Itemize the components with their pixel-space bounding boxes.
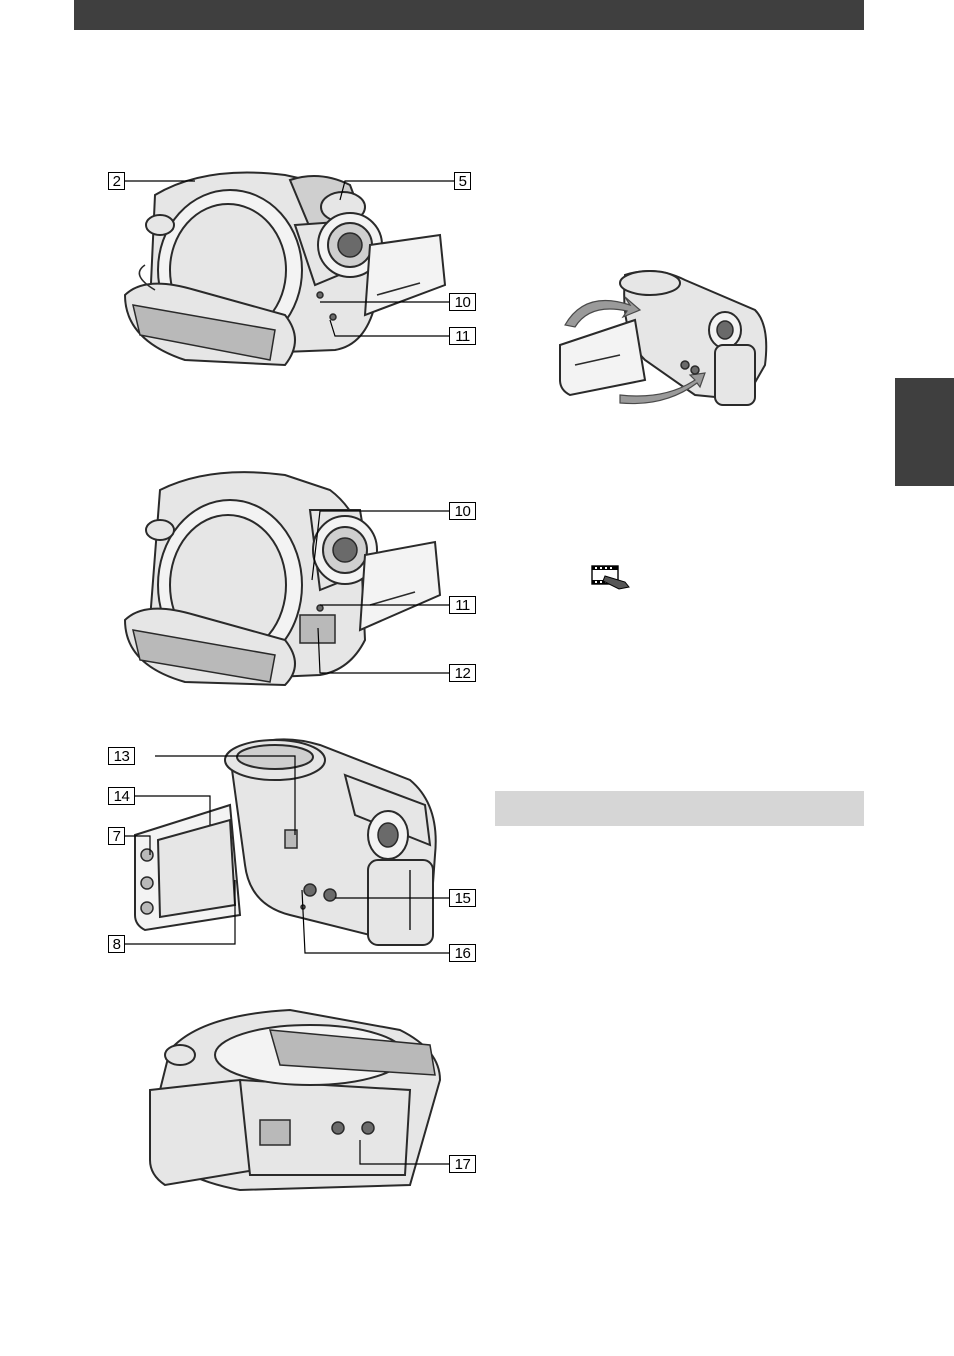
callout-7: 7 xyxy=(108,827,125,845)
camcorder-bottom-figure xyxy=(140,1000,450,1195)
lcd-open-rotate-figure xyxy=(555,265,775,410)
callout-12: 12 xyxy=(449,664,476,682)
camcorder-rear-lcd-figure xyxy=(130,735,450,950)
header-bar xyxy=(74,0,864,30)
film-edit-icon xyxy=(591,565,631,590)
callout-17: 17 xyxy=(449,1155,476,1173)
callout-2: 2 xyxy=(108,172,125,190)
callout-11-middle: 11 xyxy=(449,596,476,614)
callout-15: 15 xyxy=(449,889,476,907)
chapter-tab xyxy=(895,378,954,486)
callout-11-top: 11 xyxy=(449,327,476,345)
camcorder-front-angled-figure xyxy=(115,470,455,690)
callout-13: 13 xyxy=(108,747,135,765)
callout-10-top: 10 xyxy=(449,293,476,311)
callout-16: 16 xyxy=(449,944,476,962)
callout-5: 5 xyxy=(454,172,471,190)
section-heading-bar xyxy=(495,791,864,826)
callout-14: 14 xyxy=(108,787,135,805)
callout-10-middle: 10 xyxy=(449,502,476,520)
callout-8: 8 xyxy=(108,935,125,953)
camcorder-front-figure xyxy=(115,165,455,385)
